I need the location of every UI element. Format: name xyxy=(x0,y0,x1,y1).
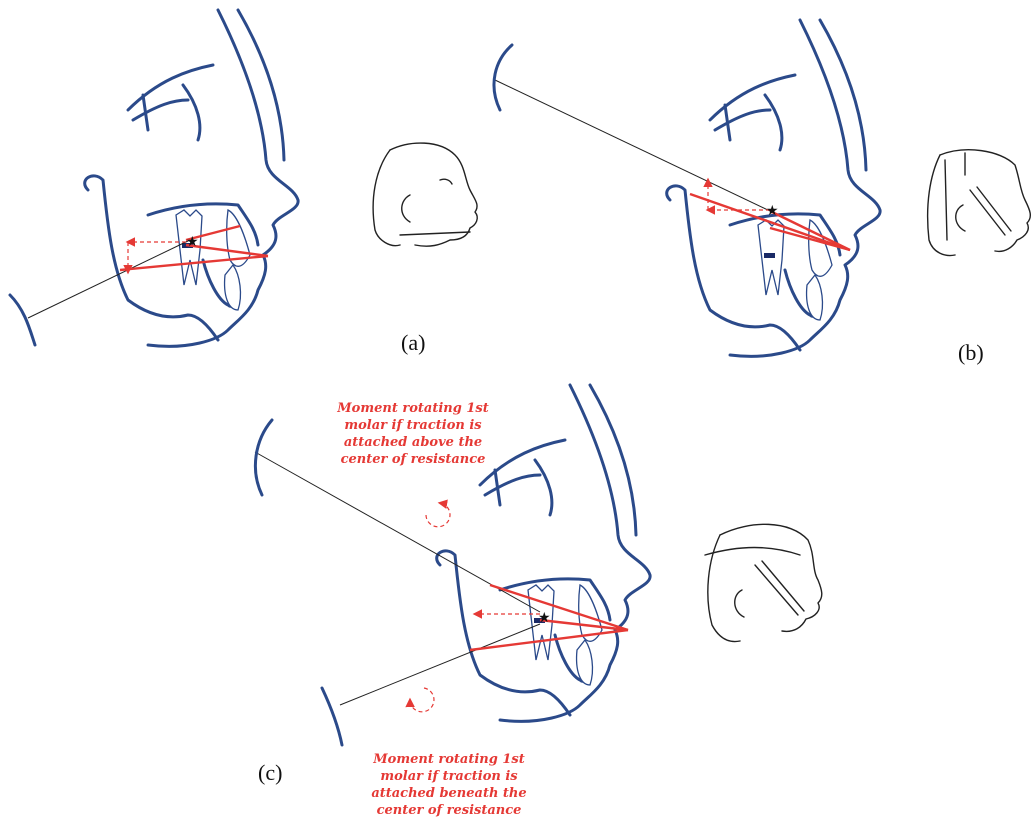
panel-b-dashed-vectors xyxy=(708,180,770,210)
rotation-arrow-icon-lower xyxy=(410,688,434,712)
annotation-above-line-3: attached above the xyxy=(318,434,508,451)
panel-c-center-of-resistance-star: ★ xyxy=(538,609,551,625)
panel-b-diagram: ★ xyxy=(494,20,1030,356)
annotation-above-line-1: Moment rotating 1st xyxy=(318,400,508,417)
panel-b-headgear-sketch xyxy=(928,150,1031,256)
rotation-arrow-icon-upper xyxy=(426,503,450,527)
panel-a-facebow-line xyxy=(28,240,190,318)
panel-label-a: (a) xyxy=(401,330,425,356)
annotation-above-line-2: molar if traction is xyxy=(318,417,508,434)
annotation-above-line-4: center of resistance xyxy=(318,451,508,468)
panel-c-upper-outer-bow xyxy=(255,420,272,495)
panel-label-c: (c) xyxy=(258,760,282,786)
panel-c-lower-facebow-line xyxy=(340,624,540,705)
panel-b-facebow-line xyxy=(495,80,772,212)
panel-a-outer-bow xyxy=(10,295,35,345)
annotation-below-line-3: attached beneath the xyxy=(354,785,544,802)
annotation-below-line-1: Moment rotating 1st xyxy=(354,751,544,768)
panel-a-face-profile xyxy=(85,10,298,346)
panel-c-headgear-sketch xyxy=(705,524,822,641)
annotation-below-line-2: molar if traction is xyxy=(354,768,544,785)
panel-b-outer-bow xyxy=(494,45,512,110)
panel-c-lower-outer-bow xyxy=(322,688,342,745)
panel-label-b: (b) xyxy=(958,340,984,366)
annotation-below-line-4: center of resistance xyxy=(354,802,544,819)
annotation-beneath-center-of-resistance: Moment rotating 1st molar if traction is… xyxy=(354,751,544,819)
panel-a-headgear-sketch xyxy=(373,143,477,246)
panel-b-face-profile xyxy=(667,20,880,356)
annotation-above-center-of-resistance: Moment rotating 1st molar if traction is… xyxy=(318,400,508,468)
panel-a-center-of-resistance-star: ★ xyxy=(186,233,199,249)
panel-b-center-of-resistance-star: ★ xyxy=(766,202,779,218)
panel-a-diagram: ★ xyxy=(10,10,477,346)
